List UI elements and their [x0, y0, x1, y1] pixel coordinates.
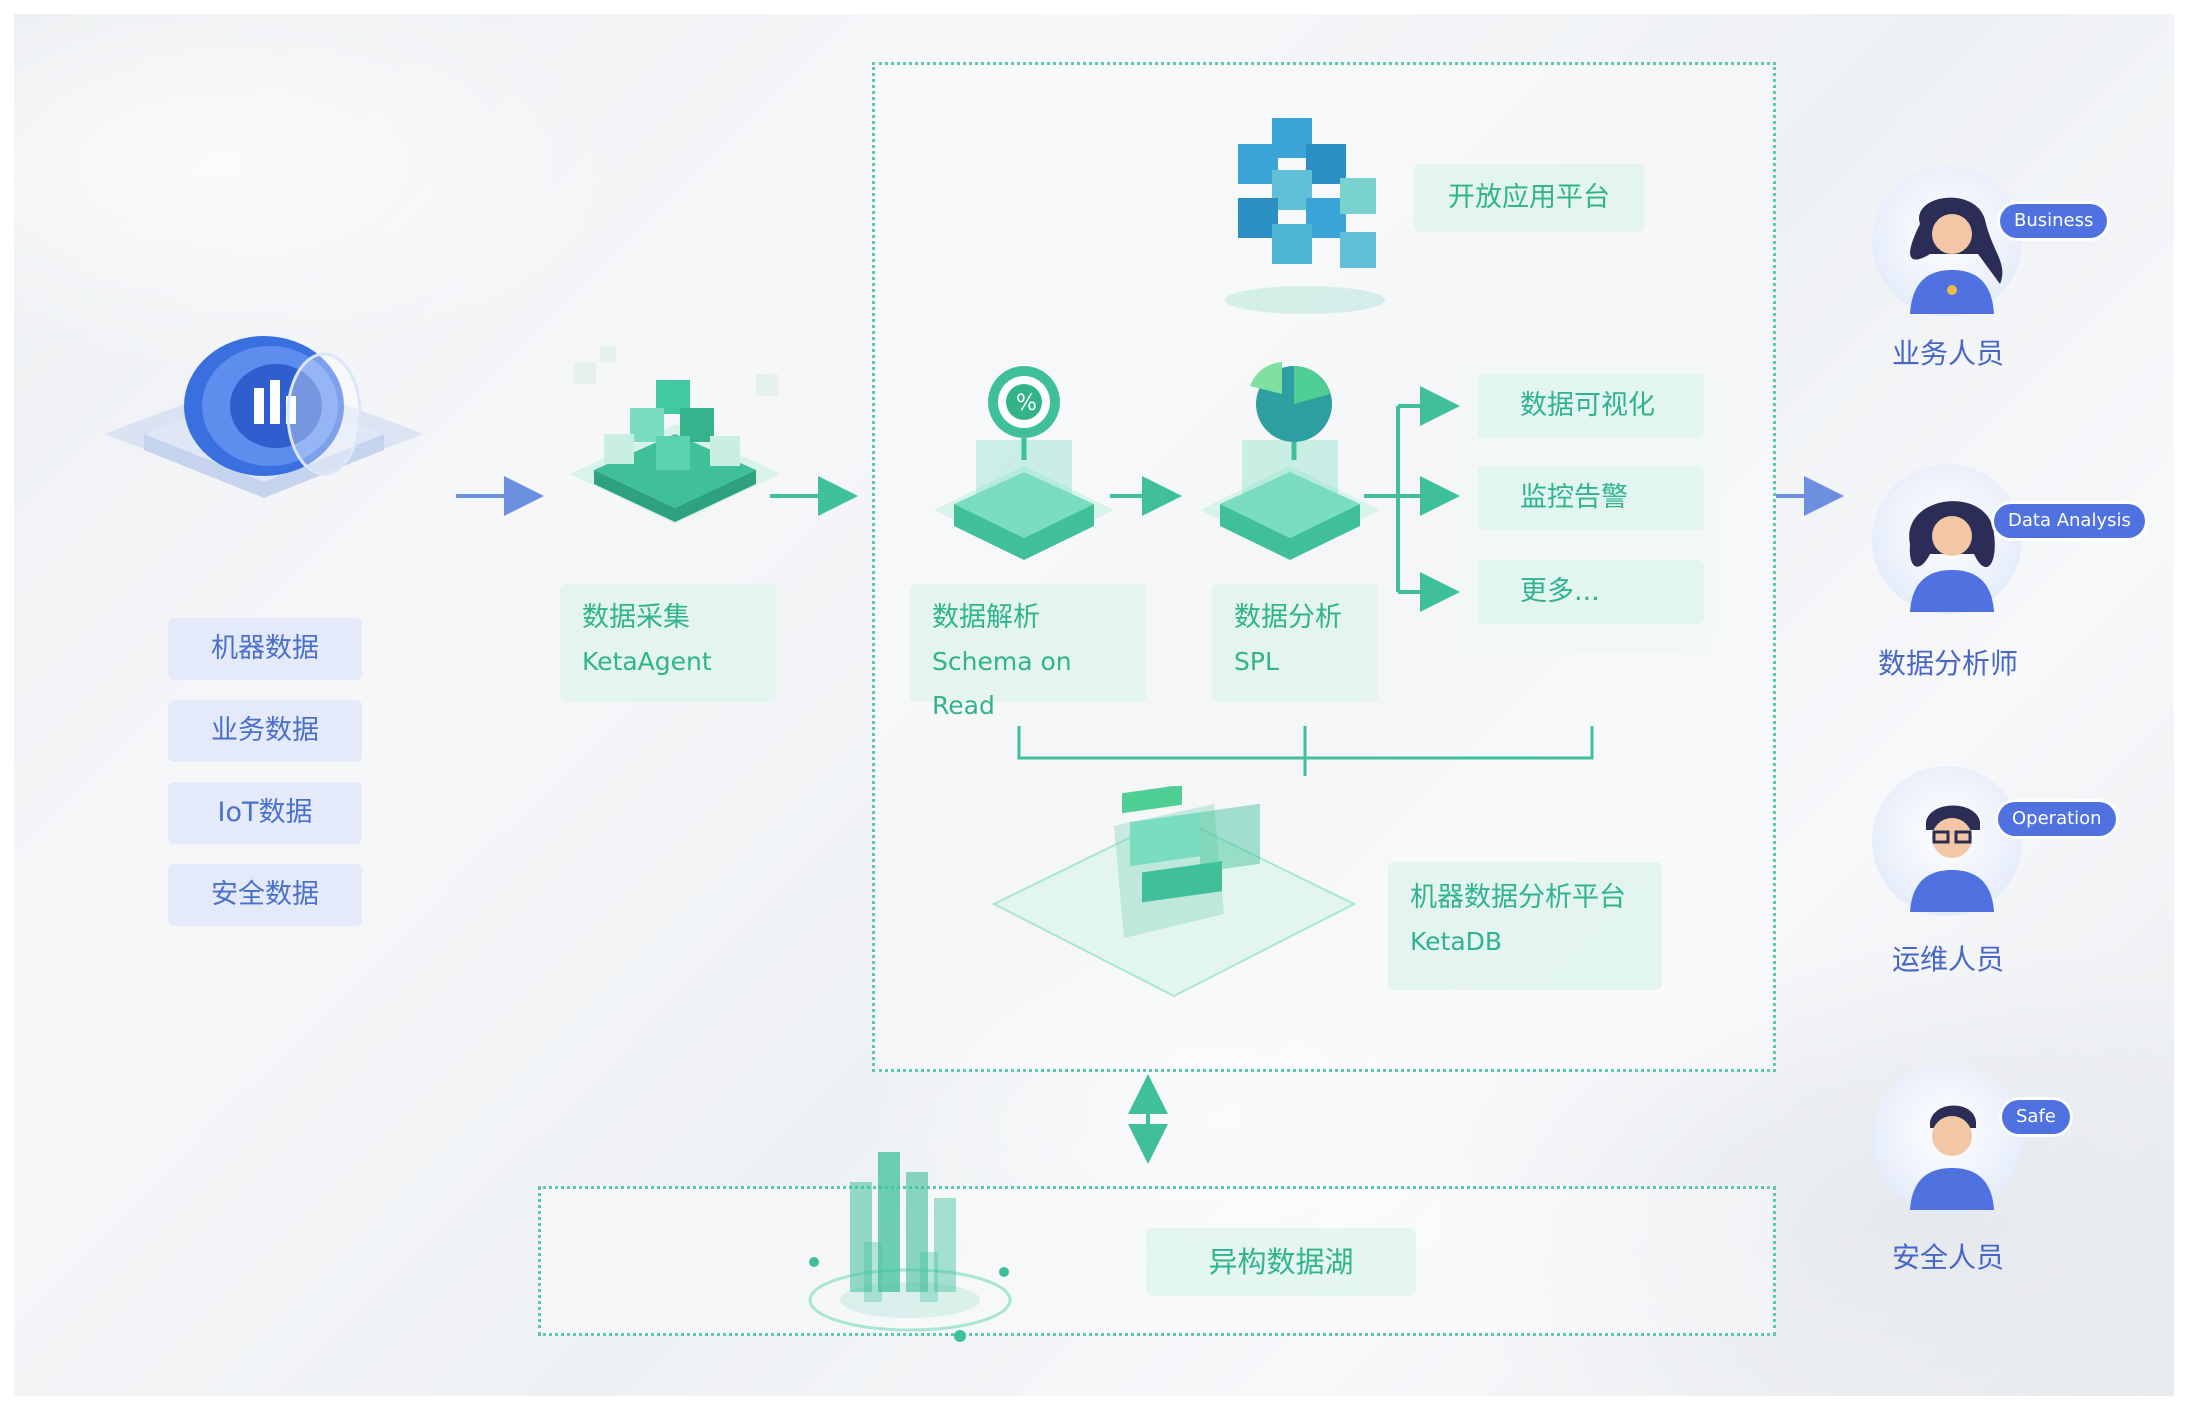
svg-text:%: %: [1016, 391, 1037, 416]
diagram-canvas: 机器数据 业务数据 IoT数据 安全数据 数据采集 KetaAgent: [14, 14, 2174, 1396]
analyze-title: 数据分析: [1234, 602, 1342, 633]
collect-cubes-icon: [570, 346, 780, 524]
source-business-data: 业务数据: [168, 700, 362, 762]
operation-role-name: 运维人员: [1891, 943, 2004, 976]
parse-label: 数据解析 Schema on Read: [910, 584, 1146, 720]
analyst-role-name: 数据分析师: [1877, 647, 2018, 680]
parse-gear-icon: %: [934, 366, 1114, 560]
operation-person-icon: [1910, 805, 1994, 912]
parse-subtitle: Schema on Read: [932, 647, 1072, 720]
app-platform-label: 开放应用平台: [1414, 164, 1644, 232]
output-more: 更多...: [1478, 560, 1704, 624]
app-platform-cubes-icon: [1225, 118, 1385, 314]
data-lake-bars-icon: [808, 1152, 1012, 1342]
analyze-label: 数据分析 SPL: [1212, 584, 1378, 702]
database-label: 机器数据分析平台 KetaDB: [1388, 862, 1662, 990]
analyst-badge: Data Analysis: [1994, 504, 2145, 538]
collect-subtitle: KetaAgent: [582, 647, 712, 676]
parse-title: 数据解析: [932, 602, 1040, 633]
source-iot-data: IoT数据: [168, 782, 362, 844]
business-person-icon: [1910, 197, 2003, 314]
security-role-name: 安全人员: [1891, 1241, 2004, 1274]
connectors: [456, 386, 1844, 1164]
collect-label: 数据采集 KetaAgent: [560, 584, 776, 702]
data-source-icon: [104, 336, 424, 498]
database-title: 机器数据分析平台: [1410, 882, 1626, 913]
business-role-name: 业务人员: [1891, 337, 2004, 370]
analyze-subtitle: SPL: [1234, 647, 1279, 676]
source-machine-data: 机器数据: [168, 618, 362, 680]
output-alerting: 监控告警: [1478, 466, 1704, 530]
analyst-person-icon: [1909, 501, 1995, 612]
source-security-data: 安全数据: [168, 864, 362, 926]
output-visualization: 数据可视化: [1478, 374, 1704, 438]
collect-title: 数据采集: [582, 602, 690, 633]
analyze-pie-icon: [1200, 362, 1380, 560]
database-screen-icon: [991, 786, 1357, 998]
operation-badge: Operation: [1998, 802, 2116, 836]
security-badge: Safe: [2002, 1100, 2070, 1134]
business-badge: Business: [2000, 204, 2108, 238]
security-person-icon: [1910, 1105, 1994, 1210]
database-subtitle: KetaDB: [1410, 927, 1503, 956]
data-lake-label: 异构数据湖: [1146, 1228, 1416, 1296]
